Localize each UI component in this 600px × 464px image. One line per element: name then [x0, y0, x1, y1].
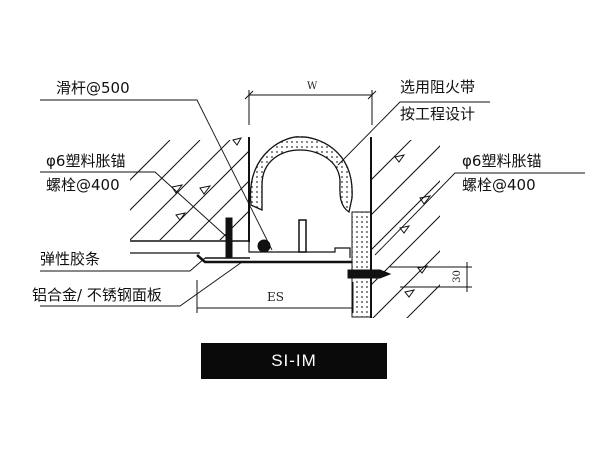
right-anchor-screw	[347, 269, 392, 279]
edge-spacing-dimension: ES	[267, 290, 284, 304]
fire-band	[249, 136, 353, 214]
model-title-bar: SI-IM	[201, 343, 387, 379]
left-anchor-label-line2: 螺栓@400	[46, 176, 120, 194]
slide-rod-label: 滑杆@500	[56, 79, 130, 97]
leader-lines	[40, 99, 585, 307]
left-slab-hatch	[130, 140, 249, 240]
fire-band-label-line1: 选用阻火带	[400, 78, 476, 96]
depth-dimension: 30	[451, 270, 463, 283]
width-dimension: W	[307, 81, 318, 92]
right-anchor-label-line1: φ6塑料胀锚	[462, 152, 542, 170]
model-title: SI-IM	[271, 351, 317, 370]
slide-rod-bolt	[298, 219, 307, 253]
cover-plate-label: 铝合金/ 不锈钢面板	[32, 286, 162, 304]
right-anchor-label-line2: 螺栓@400	[462, 176, 536, 194]
left-anchor-bolt	[225, 217, 233, 259]
left-anchor-label-line1: φ6塑料胀锚	[46, 152, 126, 170]
fire-band-label-line2: 按工程设计	[400, 105, 476, 123]
right-slab-hatch	[371, 140, 440, 318]
rubber-strip-label: 弹性胶条	[40, 250, 101, 268]
